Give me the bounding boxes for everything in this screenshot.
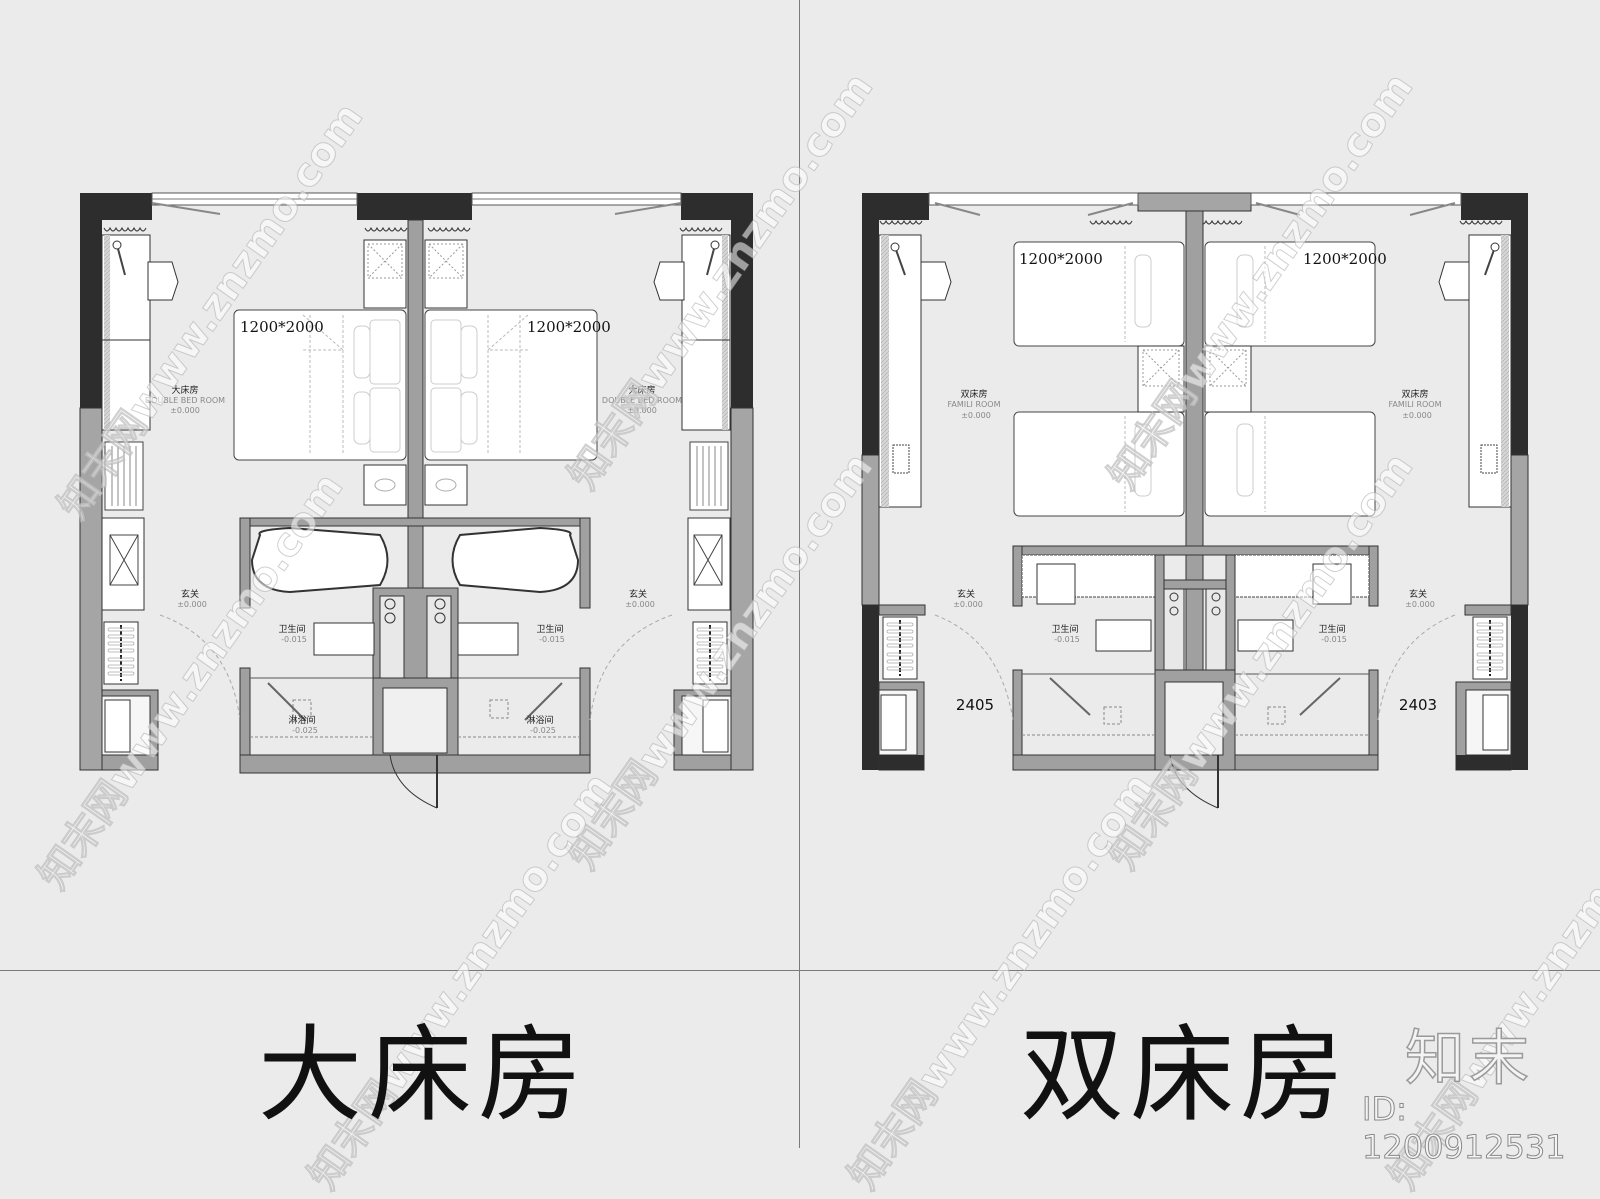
room-label-en: DOUBLE BED ROOM	[602, 396, 682, 405]
room-label-en: DOUBLE BED ROOM	[145, 396, 225, 405]
room-label: 双床房	[1401, 388, 1428, 400]
bathroom-level: -0.015	[1321, 635, 1347, 644]
foyer-level: ±0.000	[953, 600, 983, 609]
caption-divider	[0, 970, 1600, 971]
bed-size-label: 1200*2000	[527, 318, 611, 336]
room-number: 2403	[1399, 696, 1437, 714]
caption-twin-bed-room: 双床房	[1020, 1014, 1351, 1136]
room-number: 2405	[956, 696, 994, 714]
floor-plans: 1200*2000 1200*2000	[79, 192, 1529, 809]
room-level: ±0.000	[170, 406, 200, 415]
room-label: 双床房	[960, 388, 987, 400]
shower-label: 淋浴间	[526, 714, 553, 726]
room-level: ±0.000	[627, 406, 657, 415]
shower-level: -0.025	[292, 726, 318, 735]
room-label: 大床房	[171, 384, 198, 396]
plan-twin-bed-room: 1200*2000 1200*2000	[861, 192, 1529, 809]
bed-size-label: 1200*2000	[1019, 250, 1103, 268]
room-level: ±0.000	[1402, 411, 1432, 420]
bed-size-label: 1200*2000	[240, 318, 324, 336]
room-label-en: FAMILI ROOM	[1388, 400, 1441, 409]
plan-double-bed-room: 1200*2000 1200*2000	[79, 192, 754, 809]
foyer-level: 玄关	[1409, 588, 1427, 600]
bathroom-label: 卫生间	[1318, 623, 1345, 635]
bathroom-level: -0.015	[281, 635, 307, 644]
bathroom-label: 卫生间	[536, 623, 563, 635]
bathroom-level: -0.015	[539, 635, 565, 644]
bed-size-label: 1200*2000	[1303, 250, 1387, 268]
panel-divider-vertical	[799, 0, 800, 1148]
room-level: ±0.000	[961, 411, 991, 420]
foyer-level: ±0.000	[625, 600, 655, 609]
caption-double-bed-room: 大床房	[258, 1014, 589, 1136]
foyer-level: ±0.000	[177, 600, 207, 609]
foyer-label: 玄关	[957, 588, 975, 600]
room-label: 大床房	[628, 384, 655, 396]
foyer-label: 玄关	[181, 588, 199, 600]
brand-id: ID: 1200912531	[1362, 1090, 1567, 1167]
bathroom-level: -0.015	[1054, 635, 1080, 644]
foyer-label: 玄关	[629, 588, 647, 600]
foyer-level: ±0.000	[1405, 600, 1435, 609]
shower-label: 淋浴间	[288, 714, 315, 726]
bathroom-label: 卫生间	[278, 623, 305, 635]
shower-level: -0.025	[530, 726, 556, 735]
room-label-en: FAMILI ROOM	[947, 400, 1000, 409]
brand-logo: 知末	[1404, 1023, 1533, 1095]
bathroom-label: 卫生间	[1051, 623, 1078, 635]
